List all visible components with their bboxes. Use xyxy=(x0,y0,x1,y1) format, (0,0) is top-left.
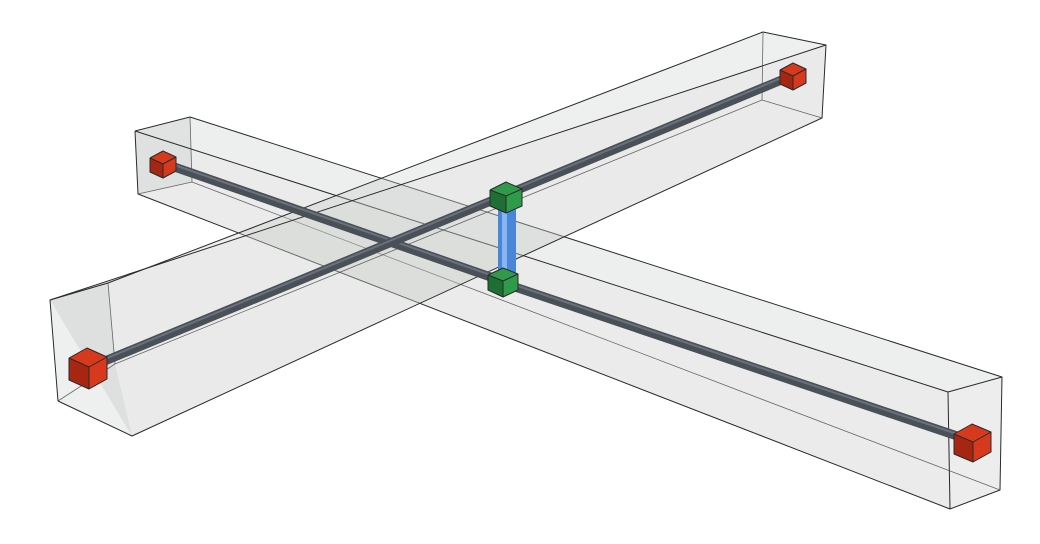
rod-a xyxy=(155,157,977,446)
vertical-connector xyxy=(498,205,516,275)
end-cube-right-upper-icon xyxy=(779,62,807,91)
end-cube-left-upper-icon xyxy=(149,150,177,179)
beam-b-top-face xyxy=(50,32,826,300)
end-cube-right-lower-icon xyxy=(953,423,992,463)
beam-a-top-face xyxy=(135,117,1002,392)
end-cube-left-lower-icon xyxy=(68,347,108,390)
junction-bottom-cube-icon xyxy=(487,267,519,298)
junction-top-cube-icon xyxy=(489,181,523,214)
rod-b xyxy=(83,71,796,373)
